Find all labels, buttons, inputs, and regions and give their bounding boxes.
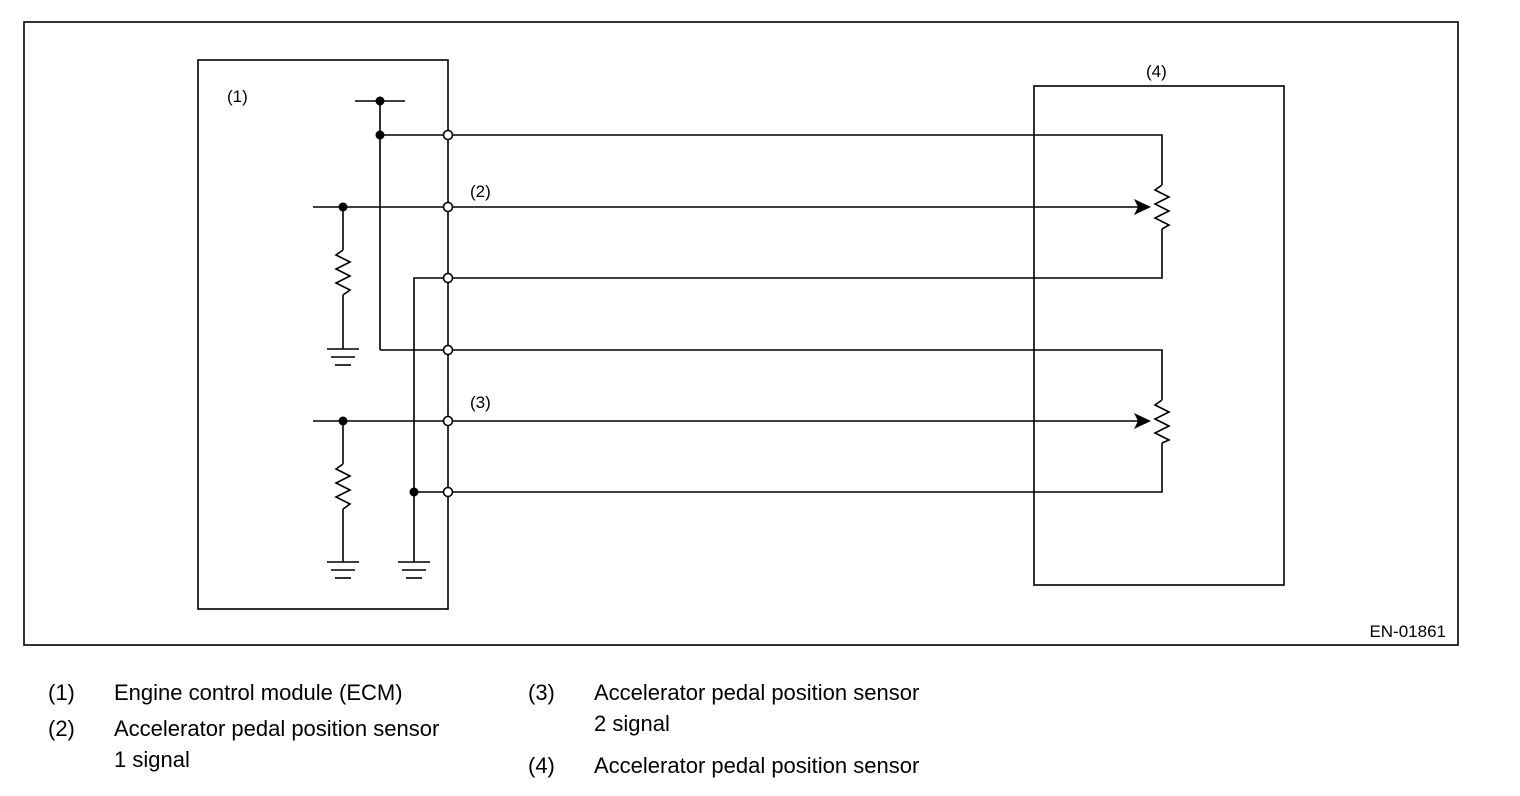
legend-text: Accelerator pedal position sensor: [594, 753, 920, 778]
legend-item-4: (4) Accelerator pedal position sensor: [528, 750, 988, 782]
label-signal-2: (3): [470, 393, 491, 412]
junction-dot: [375, 130, 385, 140]
legend-item-1: (1) Engine control module (ECM): [48, 677, 468, 709]
frame-code: EN-01861: [1369, 622, 1446, 641]
legend-num: (2): [48, 716, 75, 741]
wiring-diagram: (1) (2) (3) (4) EN-01861: [23, 21, 1459, 646]
wire-ground-1: [413, 229, 1163, 562]
label-sensor: (4): [1146, 62, 1167, 81]
legend-text-line-2: 1 signal: [114, 747, 190, 772]
terminal: [442, 415, 454, 427]
junction-dot: [338, 416, 348, 426]
ground-symbol-3: [398, 561, 430, 579]
terminal: [442, 272, 454, 284]
potentiometer-1: [1153, 184, 1171, 230]
junction-dot: [409, 487, 419, 497]
legend-item-3: (3) Accelerator pedal position sensor 2 …: [528, 677, 988, 739]
junction-dot: [375, 96, 385, 106]
terminal: [442, 344, 454, 356]
potentiometer-2: [1153, 399, 1171, 444]
wire-supply-1: [380, 134, 1163, 185]
pull-down-resistor-1: [334, 249, 352, 296]
label-signal-1: (2): [470, 182, 491, 201]
terminal: [442, 201, 454, 213]
ground-symbol-2: [327, 561, 359, 579]
sensor-box: [1033, 85, 1285, 586]
junction-dot: [338, 202, 348, 212]
wiper-arrow-1: [1134, 199, 1151, 215]
diagram-frame: [23, 21, 1459, 646]
pull-down-resistor-2: [334, 463, 352, 510]
legend-num: (4): [528, 753, 555, 778]
wiper-arrow-2: [1134, 413, 1151, 429]
legend-text: Engine control module (ECM): [114, 680, 403, 705]
wire-supply-2: [380, 349, 1163, 400]
terminal: [442, 486, 454, 498]
ecm-box: [197, 59, 449, 610]
ground-symbol-1: [327, 348, 359, 366]
legend-num: (3): [528, 680, 555, 705]
legend-item-2: (2) Accelerator pedal position sensor 1 …: [48, 713, 508, 775]
label-ecm: (1): [227, 87, 248, 106]
legend-text: Accelerator pedal position sensor: [114, 716, 440, 741]
legend-num: (1): [48, 680, 75, 705]
legend-text: Accelerator pedal position sensor: [594, 680, 920, 705]
legend-text-line-2: 2 signal: [594, 711, 670, 736]
wire-ground-2: [414, 443, 1163, 493]
terminal: [442, 129, 454, 141]
